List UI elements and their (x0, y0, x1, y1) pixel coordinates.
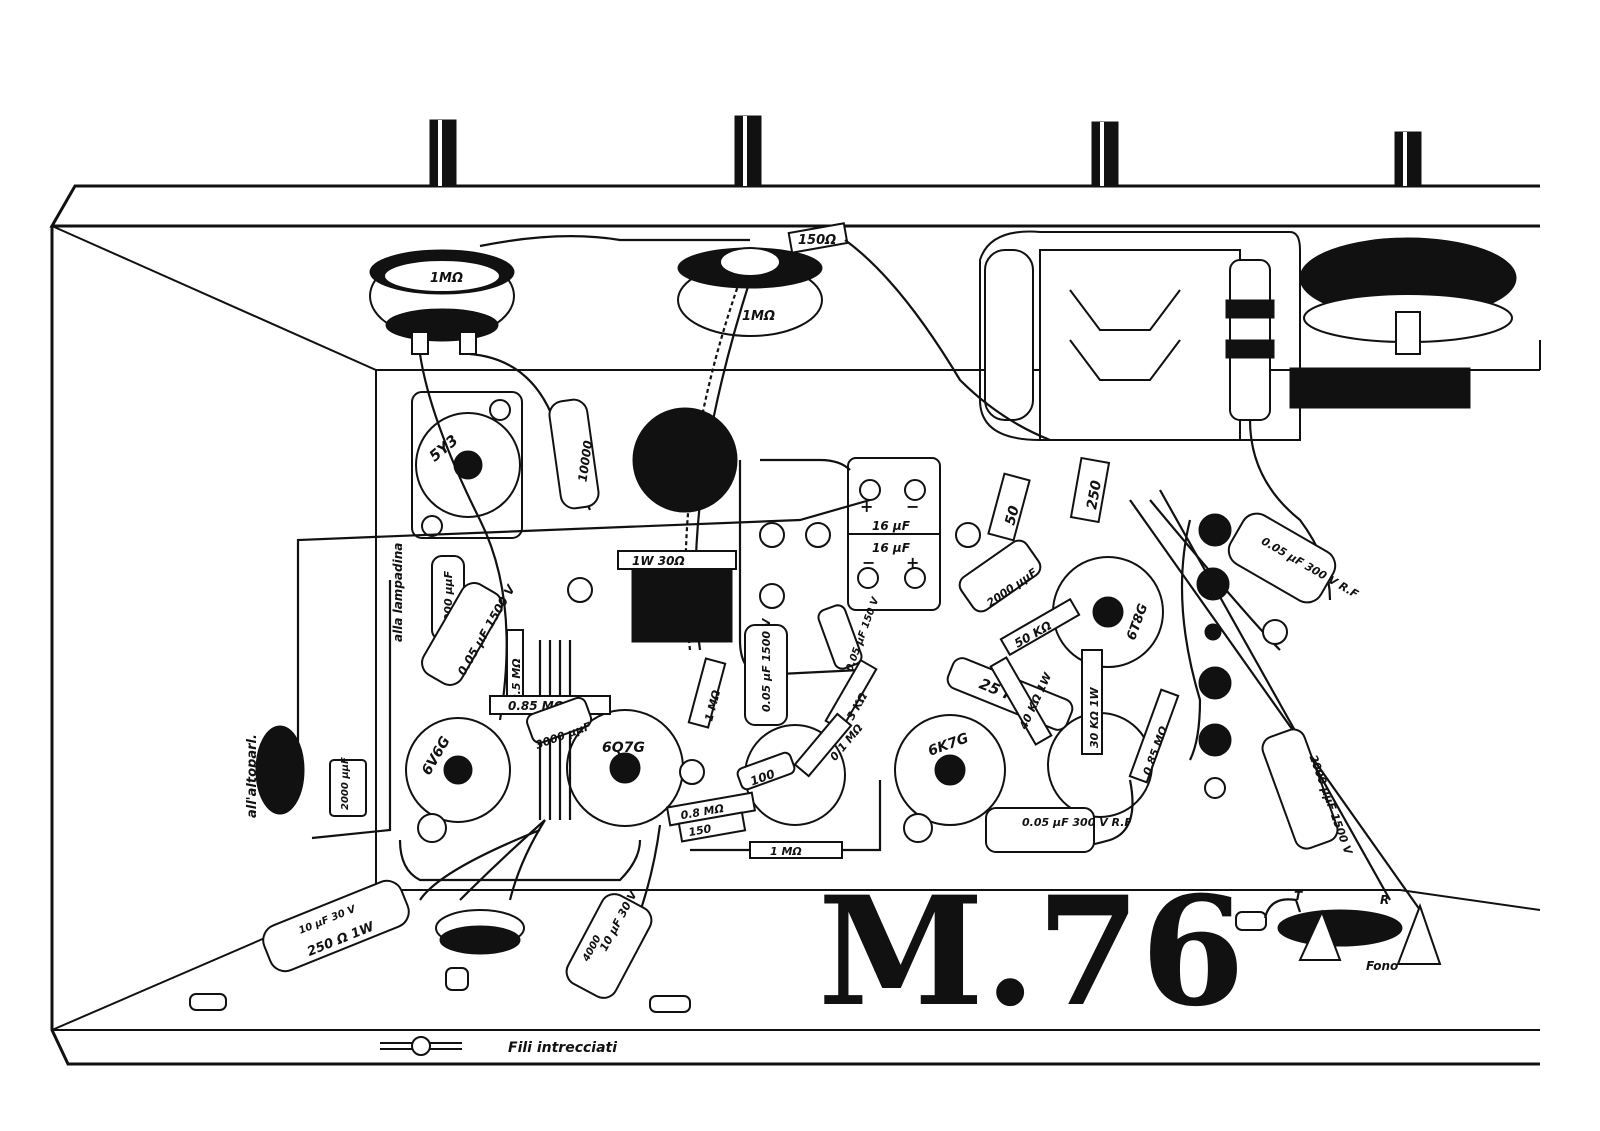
cap-005-rf-a: 0.05 μF 300 V R.F (1022, 816, 1132, 829)
elec-minus-bottom: − (862, 553, 875, 572)
tube-socket-6t8g: 6T8G (1052, 556, 1164, 668)
tube-6q7g-label: 6Q7G (602, 740, 645, 756)
res-1w-30: 1W 30Ω (632, 554, 685, 568)
tube-socket-5y3: 5Y3 (411, 391, 523, 539)
tube-socket-6v6g: 6V6G (405, 717, 511, 843)
potentiometer-volume: 1MΩ (369, 249, 515, 355)
model-mark: M.76 (818, 864, 1245, 1040)
res-1m-b: 1 MΩ (770, 845, 802, 858)
elec-top-value: 16 μF (872, 519, 911, 533)
elec-plus-bottom: + (906, 553, 919, 572)
bottom-lugs (189, 909, 691, 1013)
res-05: 0.5 MΩ (510, 658, 523, 702)
pot-1-value: 1MΩ (430, 271, 463, 286)
components: 10000 3000 μμF 0.05 μF 1500 V 0.5 MΩ 0.8… (262, 398, 1361, 999)
tube-socket-6k7g: 6K7G (894, 714, 1006, 843)
res-50: 50 (1002, 504, 1023, 527)
twisted-wires-legend: Fili intrecciati (508, 1040, 617, 1056)
chassis-outline (49, 184, 1541, 1066)
speaker-label: all'altoparl. (245, 734, 260, 818)
speaker-capacitor-value: 2000 μμF (340, 757, 351, 810)
cap-10000: 10000 (576, 440, 596, 483)
pot-resistor-value: 150Ω (798, 233, 836, 248)
cap-005-1500-b: 0.05 μF 1500 V (760, 617, 773, 712)
phono-terminal-t: T (1294, 889, 1303, 903)
tube-socket-6q7g: 6Q7G (566, 709, 705, 827)
power-transformer (631, 407, 738, 643)
electrolytic-capacitor-block: + − 16 μF 16 μF − + (847, 457, 941, 611)
tuning-knob (1289, 237, 1517, 409)
res-150: 150 (687, 822, 712, 839)
terminal-studs (1196, 513, 1288, 799)
phono-label: Fono (1366, 959, 1398, 973)
speaker-socket: all'altoparl. 2000 μμF (245, 725, 367, 818)
potentiometer-tone: 1MΩ 150Ω (677, 222, 849, 337)
res-250: 250 (1084, 479, 1105, 511)
pilot-lamp-label: alla lampadina (391, 543, 405, 642)
control-shafts (429, 115, 1422, 187)
elec-bottom-value: 16 μF (872, 541, 911, 555)
phono-input: T R Fono (1235, 889, 1442, 973)
pot-2-value: 1MΩ (742, 309, 775, 324)
mounting-bolts (567, 522, 981, 609)
phono-terminal-r: R (1380, 893, 1389, 907)
res-30k: 30 KΩ 1W (1088, 687, 1101, 748)
elec-minus-top: − (906, 497, 919, 516)
variable-capacitor-coils (979, 230, 1301, 441)
